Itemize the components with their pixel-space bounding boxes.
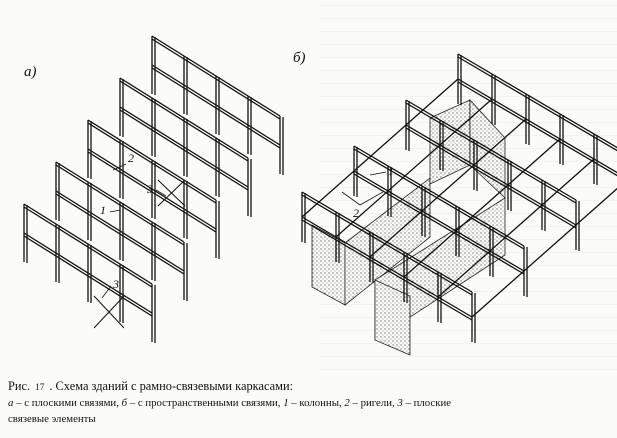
frame-b-beam-edge bbox=[353, 148, 525, 250]
callout-a-column-1: 1 bbox=[100, 203, 106, 217]
drawing-b-leaders bbox=[341, 171, 387, 206]
caption-figure-number: 17 bbox=[35, 382, 45, 392]
caption-legend-continuation: связевые элементы bbox=[8, 413, 96, 425]
frame-b-beam bbox=[405, 124, 577, 226]
callout-b-column-1: 1 bbox=[388, 164, 394, 178]
frame-a-beam-edge bbox=[23, 235, 153, 317]
frame-b-cross-beam bbox=[437, 158, 595, 298]
frame-a-beam bbox=[55, 161, 185, 243]
frame-a-beam-edge bbox=[87, 151, 217, 233]
frame-a-beam bbox=[151, 35, 281, 117]
figure-caption: Рис. 17 . Схема зданий с рамно-связевыми… bbox=[8, 378, 613, 427]
callout-a-brace-3-lower: 3 bbox=[112, 277, 119, 291]
caption-prefix: Рис. bbox=[8, 379, 31, 393]
frame-a-beam-edge bbox=[87, 122, 217, 204]
legend-text-1: – колонны, bbox=[288, 397, 345, 409]
frame-b-beam-edge bbox=[405, 127, 577, 229]
frame-a-beam bbox=[23, 232, 153, 314]
frame-a-beam-edge bbox=[23, 206, 153, 288]
frame-a-beam bbox=[119, 77, 249, 159]
frame-b-beam bbox=[457, 53, 617, 149]
figure-label-a: а) bbox=[24, 64, 37, 80]
frame-a-beam bbox=[55, 190, 185, 272]
callout-b-beam-2: 2 bbox=[353, 206, 359, 220]
frame-a-beam-edge bbox=[151, 67, 281, 149]
frame-b-cross-beam bbox=[471, 187, 617, 318]
legend-key-2: 2 bbox=[344, 397, 350, 409]
frame-b-beam bbox=[301, 216, 473, 318]
legend-key-1: 1 bbox=[283, 397, 289, 409]
frame-a-beam bbox=[23, 203, 153, 285]
frame-a-beam-edge bbox=[119, 80, 249, 162]
frame-b-beam-edge bbox=[301, 219, 473, 321]
frame-a-beam-edge bbox=[119, 109, 249, 191]
frame-b-cross-beam bbox=[369, 118, 527, 258]
legend-key-3: 3 bbox=[397, 397, 403, 409]
frame-b-beam-edge bbox=[457, 81, 617, 177]
frame-b-cross-beam bbox=[335, 98, 493, 238]
callout-a-beam-2: 2 bbox=[128, 151, 134, 165]
frame-a-beam-edge bbox=[55, 164, 185, 246]
callout-a-brace-3-upper: 3 bbox=[146, 182, 153, 196]
legend-key-b: б bbox=[121, 397, 128, 409]
frame-b-beam bbox=[457, 78, 617, 174]
legend-key-a: а bbox=[8, 397, 14, 409]
frame-b-beam-edge bbox=[353, 173, 525, 275]
frame-a-beam bbox=[87, 148, 217, 230]
drawing-a-planar-frames bbox=[23, 35, 284, 343]
frame-b-cross-beam bbox=[301, 78, 459, 218]
legend-text-a: – с плоскими связями, bbox=[13, 397, 122, 409]
caption-title: . Схема зданий с рамно-связевыми каркаса… bbox=[49, 379, 294, 393]
frame-b-beam-edge bbox=[301, 194, 473, 296]
legend-text-b: – с пространственными связями, bbox=[127, 397, 284, 409]
frame-a-beam bbox=[151, 64, 281, 146]
frame-a-beam bbox=[87, 119, 217, 201]
legend-text-2: – ригели, bbox=[349, 397, 398, 409]
frame-b-beam-edge bbox=[405, 102, 577, 204]
frame-a-beam-edge bbox=[55, 193, 185, 275]
figure-label-b: б) bbox=[293, 50, 306, 66]
caption-legend-line: а – с плоскими связями, б – с пространст… bbox=[8, 395, 613, 411]
frame-a-beam bbox=[119, 106, 249, 188]
drawing-b-spatial-frames bbox=[301, 53, 617, 343]
drawing-a-braces bbox=[93, 179, 186, 329]
frame-a-beam-edge bbox=[151, 38, 281, 120]
frame-b-beam bbox=[353, 170, 525, 272]
legend-text-3: – плоские bbox=[402, 397, 452, 409]
frame-b-beam-edge bbox=[457, 56, 617, 152]
caption-title-line: Рис. 17 . Схема зданий с рамно-связевыми… bbox=[8, 378, 613, 395]
drawing-a-leaders bbox=[101, 163, 167, 299]
building-frame-figure: 2 3 1 3 1 2 bbox=[23, 35, 617, 356]
frame-b-cross-beam bbox=[403, 138, 561, 278]
